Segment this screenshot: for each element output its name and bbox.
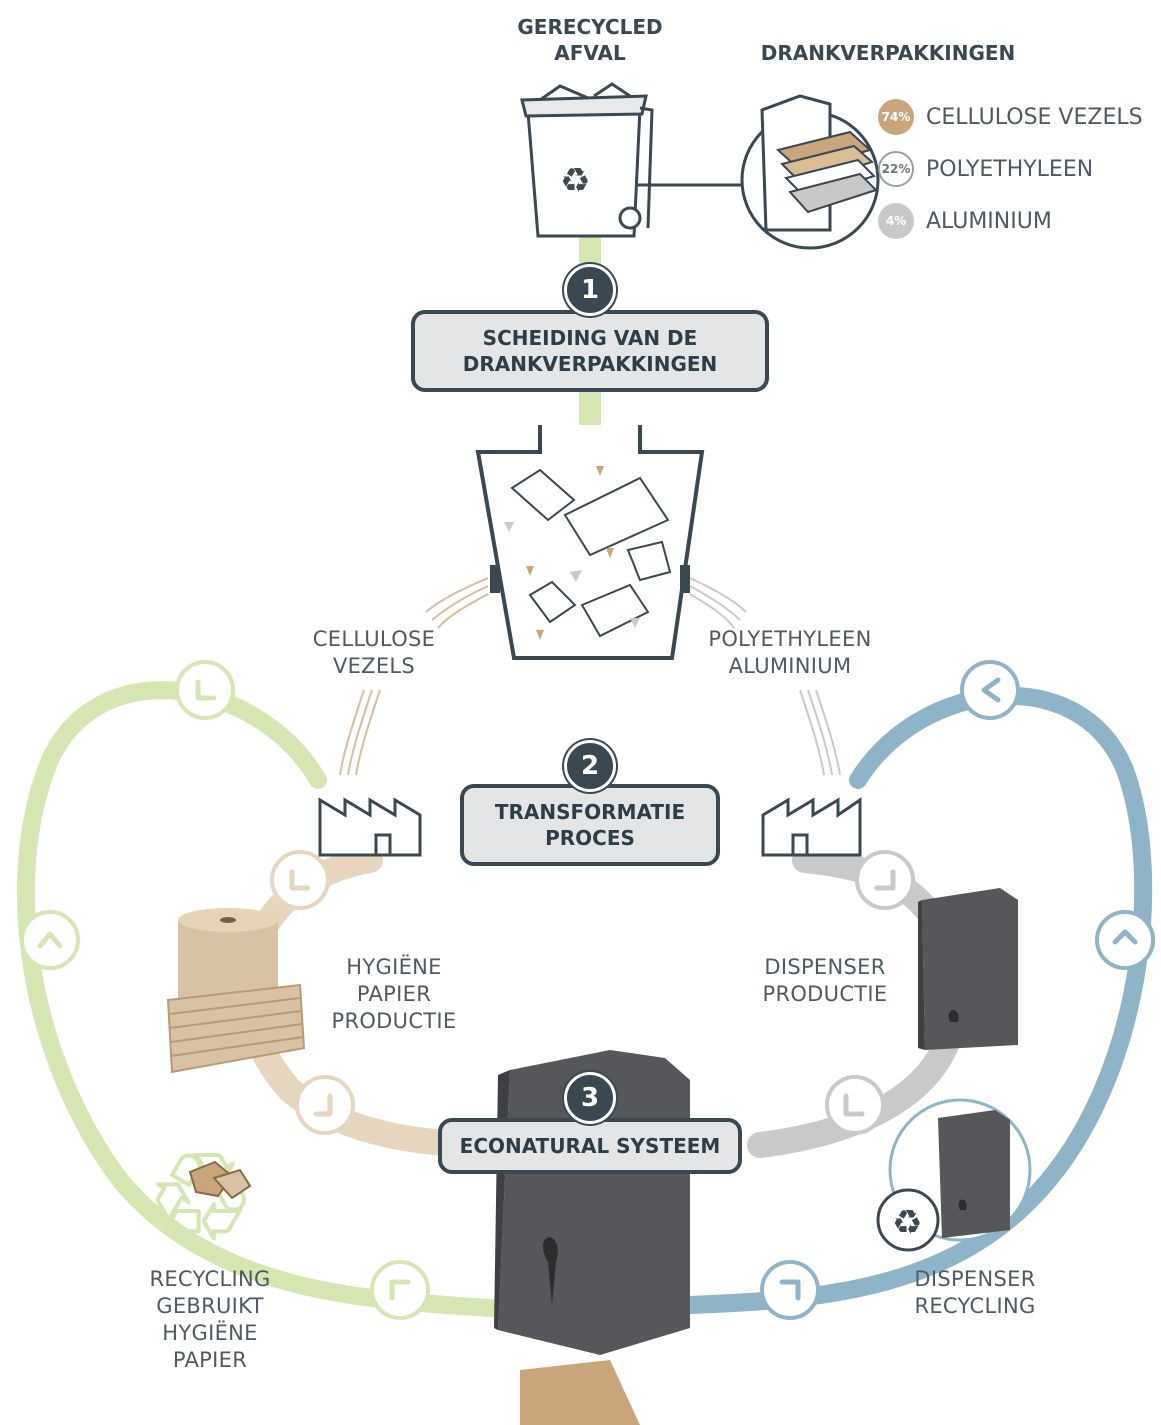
legend-item-aluminium: 4% ALUMINIUM <box>878 202 1052 240</box>
step-label-line: TRANSFORMATIE <box>494 800 686 824</box>
svg-text:♻: ♻ <box>560 161 590 201</box>
label-recycling-used-paper: RECYCLING GEBRUIKT HYGIËNE PAPIER <box>130 1266 290 1374</box>
legend-label: CELLULOSE VEZELS <box>926 104 1143 130</box>
carton-layers-icon <box>740 94 880 250</box>
label-line: POLYETHYLEEN <box>708 627 872 651</box>
dispenser-icon <box>918 888 1018 1050</box>
heading-line: GERECYCLED <box>517 15 663 39</box>
step-box-separation: SCHEIDING VAN DE DRANKVERPAKKINGEN <box>411 310 769 392</box>
paper-roll-icon <box>166 908 306 1074</box>
step-box-econatural: ECONATURAL SYSTEEM <box>438 1118 742 1174</box>
svg-text:♻: ♻ <box>148 1128 254 1266</box>
step-number: 2 <box>564 740 616 792</box>
label-line: HYGIËNE <box>162 1321 258 1345</box>
label-line: VEZELS <box>332 654 416 678</box>
recycled-waste-heading: GERECYCLED AFVAL <box>490 14 690 66</box>
step-label-line: SCHEIDING VAN DE <box>482 326 698 350</box>
label-line: DISPENSER <box>914 1267 1036 1291</box>
label-cellulose-fibers: CELLULOSE VEZELS <box>284 626 464 680</box>
step-number: 1 <box>564 264 616 316</box>
recycle-icon: ♻ <box>876 1188 940 1252</box>
svg-text:♻: ♻ <box>892 1203 922 1243</box>
step-label-line: PROCES <box>545 826 635 850</box>
arrow-chevrons <box>37 677 1138 1301</box>
factory-icon <box>318 797 422 857</box>
recycle-icon: ♻ <box>146 1126 256 1268</box>
label-line: PAPIER <box>356 982 432 1006</box>
heading-line: DRANKVERPAKKINGEN <box>760 41 1016 65</box>
label-line: HYGIËNE <box>346 955 442 979</box>
legend-badge: 74% <box>878 99 914 135</box>
legend-item-polyethylene: 22% POLYETHYLEEN <box>878 150 1093 188</box>
legend-badge: 4% <box>878 203 914 239</box>
factory-icon <box>761 797 862 857</box>
recycle-bin-icon: ♻ <box>520 82 654 238</box>
label-line: RECYCLING <box>149 1267 271 1291</box>
label-line: GEBRUIKT <box>156 1294 264 1318</box>
legend-label: ALUMINIUM <box>926 208 1052 234</box>
label-dispenser-recycling: DISPENSER RECYCLING <box>890 1266 1060 1320</box>
step-number: 3 <box>564 1072 616 1124</box>
legend-badge: 22% <box>878 151 914 187</box>
label-line: PRODUCTIE <box>331 1009 457 1033</box>
beverage-cartons-heading: DRANKVERPAKKINGEN <box>748 40 1028 66</box>
green-loop <box>16 681 529 1319</box>
legend-label: POLYETHYLEEN <box>926 156 1094 182</box>
flow-arrow-markers <box>20 660 1155 1320</box>
heading-line: AFVAL <box>554 41 626 65</box>
separation-tank-icon <box>475 425 705 660</box>
fiber-streams <box>339 577 841 776</box>
label-dispenser-production: DISPENSER PRODUCTIE <box>742 954 908 1008</box>
label-polyethylene-aluminium: POLYETHYLEEN ALUMINIUM <box>680 626 900 680</box>
label-line: PAPIER <box>172 1348 248 1372</box>
label-hygiene-paper-production: HYGIËNE PAPIER PRODUCTIE <box>312 954 476 1035</box>
label-line: ALUMINIUM <box>728 654 852 678</box>
step-box-transformation: TRANSFORMATIE PROCES <box>460 784 720 866</box>
label-line: PRODUCTIE <box>762 982 888 1006</box>
label-line: DISPENSER <box>764 955 886 979</box>
legend-item-cellulose: 74% CELLULOSE VEZELS <box>878 98 1143 136</box>
label-line: CELLULOSE <box>312 627 436 651</box>
step-label-line: DRANKVERPAKKINGEN <box>462 352 718 376</box>
step-label-line: ECONATURAL SYSTEEM <box>459 1134 721 1158</box>
label-line: RECYCLING <box>914 1294 1036 1318</box>
